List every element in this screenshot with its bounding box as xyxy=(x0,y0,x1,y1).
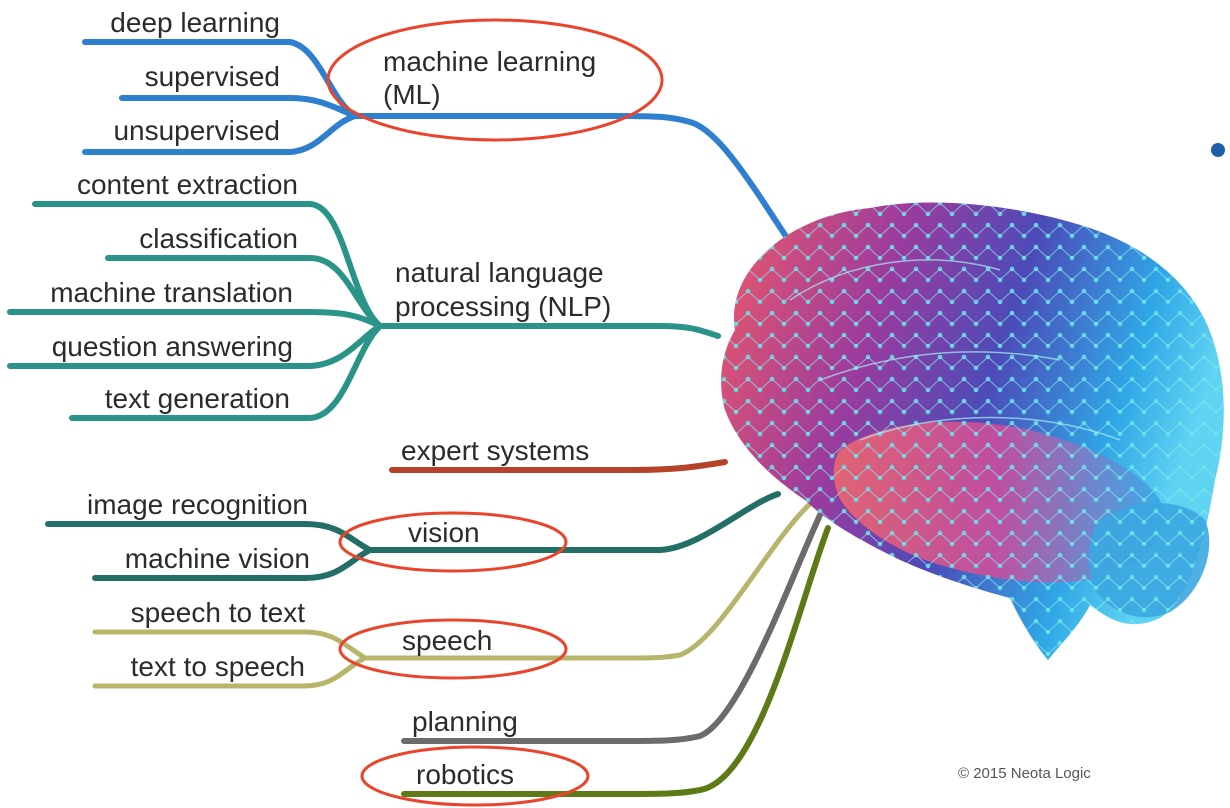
bullet-dot xyxy=(1211,143,1225,157)
copyright-text: © 2015 Neota Logic xyxy=(958,765,1091,782)
ml-item-deep-learning: deep learning xyxy=(110,7,280,38)
brain-mesh xyxy=(721,202,1224,660)
speech-branch-text-to-speech xyxy=(92,655,368,689)
speech-branch-speech-to-text xyxy=(92,629,368,661)
speech-highlight-ellipse xyxy=(338,618,568,680)
highlight-ellipses xyxy=(326,18,664,807)
robotics-label: robotics xyxy=(416,759,514,790)
branch-lines xyxy=(7,39,831,797)
expert-branch xyxy=(389,459,728,473)
ml-highlight-ellipse xyxy=(326,18,664,142)
nlp-item-content-extraction: content extraction xyxy=(77,169,298,200)
speech-label: speech xyxy=(402,625,492,656)
nlp-item-classification: classification xyxy=(139,223,298,254)
ml-branch-main xyxy=(352,113,798,253)
expert-systems-label: expert systems xyxy=(401,435,589,466)
robotics-branch xyxy=(401,525,831,797)
brain-fold-line xyxy=(789,259,1121,441)
nlp-branch-classification xyxy=(105,255,383,329)
planning-branch xyxy=(401,512,823,744)
ml-item-supervised: supervised xyxy=(145,61,280,92)
speech-branch-main xyxy=(362,499,815,661)
vision-item-image-recognition: image recognition xyxy=(87,489,308,520)
vision-label: vision xyxy=(408,517,480,548)
vision-branch-image-recognition xyxy=(45,521,373,553)
nlp-item-machine-translation: machine translation xyxy=(50,277,293,308)
ml-branch-unsupervised xyxy=(82,113,358,155)
ml-label-line2: (ML) xyxy=(383,79,441,110)
planning-label: planning xyxy=(412,706,518,737)
nlp-item-question-answering: question answering xyxy=(52,331,293,362)
ml-branch-supervised xyxy=(119,95,358,119)
vision-branch-main xyxy=(367,491,781,553)
speech-item-text-to-speech: text to speech xyxy=(131,651,305,682)
ml-item-unsupervised: unsupervised xyxy=(113,115,280,146)
brain-illustration xyxy=(721,202,1224,660)
nlp-branch-machine-translation xyxy=(7,309,383,329)
nlp-item-text-generation: text generation xyxy=(105,383,290,414)
vision-branch-machine-vision xyxy=(92,547,373,581)
branch-labels: machine learning (ML) deep learning supe… xyxy=(50,7,611,790)
vision-item-machine-vision: machine vision xyxy=(125,543,310,574)
nlp-label-line1: natural language xyxy=(395,257,604,288)
speech-item-speech-to-text: speech to text xyxy=(131,597,306,628)
nlp-branch-main xyxy=(377,323,721,339)
vision-highlight-ellipse xyxy=(338,511,568,573)
nlp-branch-text-generation xyxy=(69,323,383,421)
ml-label-line1: machine learning xyxy=(383,46,596,77)
nlp-label-line2: processing (NLP) xyxy=(395,291,611,322)
robotics-highlight-ellipse xyxy=(360,745,590,807)
